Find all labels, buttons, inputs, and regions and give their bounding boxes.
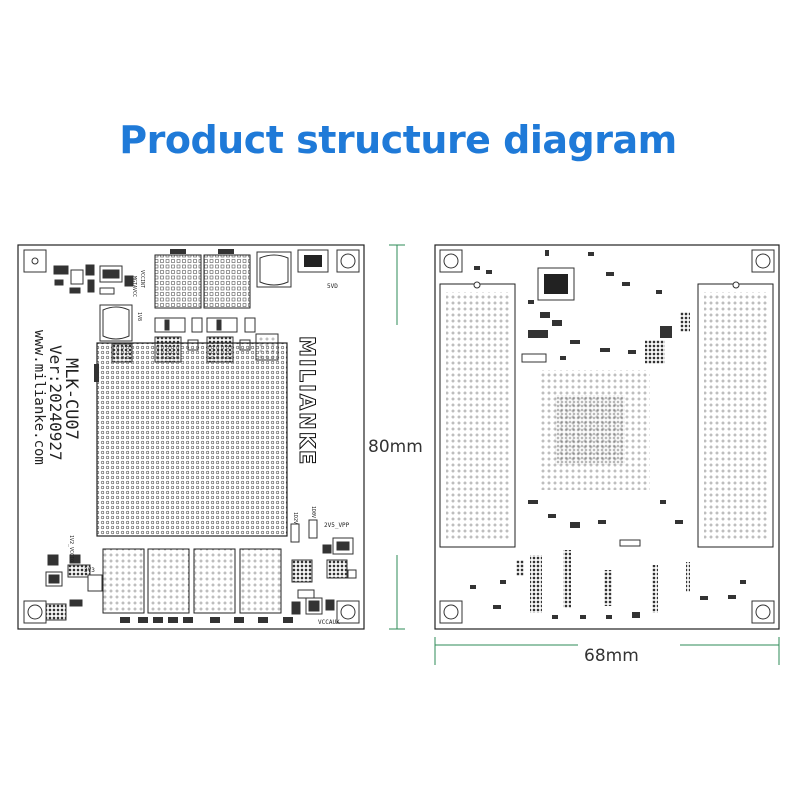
label-model: MLK-CU07 (61, 358, 81, 440)
mount-hole (439, 249, 775, 624)
board-front: 5VD VCCINT MGTAVCC 1V8 (17, 244, 365, 630)
dimension-height (389, 244, 405, 630)
component-cluster (53, 264, 134, 295)
component-cluster-right (290, 519, 357, 615)
inductor (256, 251, 292, 288)
label-vccaux: VCCAUX (318, 619, 340, 626)
dimension-width (434, 637, 780, 665)
dimension-height-label: 80mm (368, 437, 423, 457)
passive-components (474, 250, 690, 364)
inductor-left (99, 304, 133, 342)
label-1v2-vccio: 1V2_VCCIO (68, 535, 74, 562)
label-1d0v: 1D0V (310, 506, 316, 518)
memory-chip-row (102, 548, 282, 614)
label-brand: MILIANKE (295, 336, 319, 466)
label-version: Ver:20240927 (46, 345, 65, 461)
bga-chip-top-right (203, 254, 251, 309)
label-1d2v: 1D2V (292, 512, 298, 524)
fpga-bga-main (96, 342, 288, 537)
label-vccint: VCCINT (139, 270, 145, 288)
label-2v5-vpp: 2V5_VPP (324, 522, 350, 529)
dimension-width-label: 68mm (584, 646, 639, 666)
label-3v3: 3V3 (84, 567, 95, 574)
passive-components-lower (470, 500, 746, 619)
label-5vd: 5VD (327, 283, 338, 290)
component-cluster-left (45, 554, 103, 621)
label-website: www.milianke.com (31, 330, 47, 465)
bga-chip-top-left (154, 254, 202, 309)
label-1v8: 1V8 (136, 312, 142, 321)
page-title: Product structure diagram (119, 118, 677, 162)
label-mgtavcc: MGTAVCC (131, 276, 137, 297)
board-back (434, 244, 780, 630)
